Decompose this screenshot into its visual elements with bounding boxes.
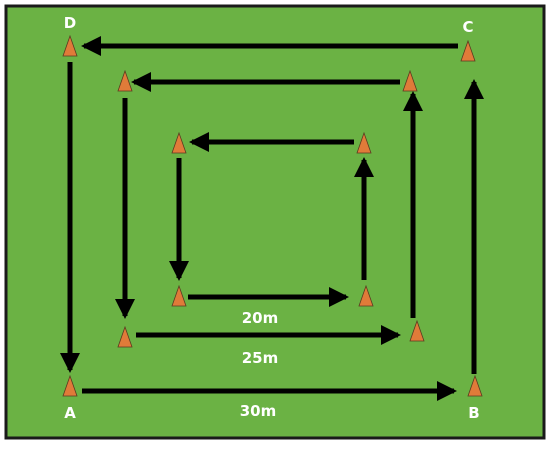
corner-label-c: C	[462, 18, 473, 36]
outer-loop	[60, 36, 484, 401]
middle-loop	[115, 72, 423, 345]
distance-label-inner: 20m	[242, 309, 279, 327]
distance-label-middle: 25m	[242, 349, 279, 367]
inner-loop	[169, 132, 374, 307]
corner-label-d: D	[64, 14, 76, 32]
corner-label-a: A	[64, 404, 76, 422]
field	[4, 4, 546, 440]
corner-label-b: B	[468, 404, 479, 422]
distance-label-outer: 30m	[240, 402, 277, 420]
